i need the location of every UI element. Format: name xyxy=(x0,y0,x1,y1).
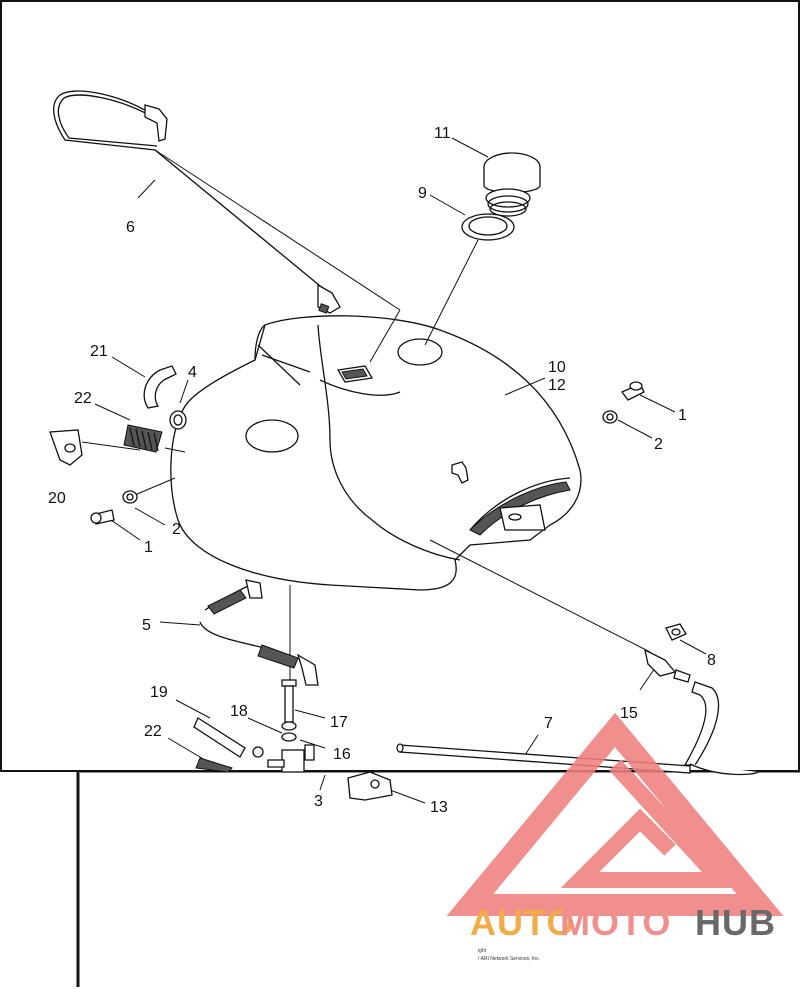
automotohub-logo: AUTO MOTO HUB xyxy=(446,712,784,943)
callout-labels: 11 9 6 10 12 21 4 22 1 2 20 2 1 5 8 15 7… xyxy=(48,125,716,816)
callout-13: 13 xyxy=(430,799,448,816)
part-4-clamp xyxy=(169,410,187,430)
copyright-line-1: ight xyxy=(478,948,487,954)
callout-4: 4 xyxy=(188,364,197,381)
callout-19: 19 xyxy=(150,684,168,701)
callout-5: 5 xyxy=(142,617,151,634)
part-13-lever xyxy=(347,771,393,801)
callout-3: 3 xyxy=(314,793,323,810)
logo-text-hub: HUB xyxy=(695,902,776,943)
part-5-fuel-line xyxy=(199,579,319,686)
part-22-spring-lower xyxy=(195,757,233,773)
callout-17: 17 xyxy=(330,714,348,731)
part-20-bracket xyxy=(49,429,83,466)
callout-6: 6 xyxy=(126,219,135,236)
part-2-washer-left xyxy=(122,490,138,504)
part-6-vent-hose xyxy=(53,90,341,314)
callout-10: 10 xyxy=(548,359,566,376)
callout-8: 8 xyxy=(707,652,716,669)
callout-7: 7 xyxy=(544,715,553,732)
callout-1-left: 1 xyxy=(144,539,153,556)
callout-15: 15 xyxy=(620,705,638,722)
part-1-screw-right xyxy=(620,381,645,401)
callout-2-right: 2 xyxy=(654,436,663,453)
part-3-petcock xyxy=(252,744,315,773)
diagram-frame xyxy=(0,0,800,772)
part-15-fuel-filter xyxy=(644,648,691,683)
callout-1-right: 1 xyxy=(678,407,687,424)
callout-2-left: 2 xyxy=(172,521,181,538)
part-8-clamp xyxy=(665,623,687,641)
leader-lines xyxy=(81,137,707,804)
part-17-bolt xyxy=(281,679,297,723)
logo-text-moto: MOTO xyxy=(560,902,671,943)
callout-16: 16 xyxy=(333,746,351,763)
part-18-washer xyxy=(281,721,297,742)
part-11-fuel-cap xyxy=(483,152,541,217)
callout-9: 9 xyxy=(418,185,427,202)
part-2-washer-right xyxy=(602,410,618,424)
callout-21: 21 xyxy=(90,343,108,360)
callout-22-lower: 22 xyxy=(144,723,162,740)
callout-20: 20 xyxy=(48,490,66,507)
part-21-hose xyxy=(143,365,177,409)
callout-22-upper: 22 xyxy=(74,390,92,407)
part-9-gasket xyxy=(461,213,515,241)
fuel-tank-body xyxy=(170,315,582,591)
copyright-line-2: / ARI Network Services, Inc. xyxy=(478,956,540,962)
part-1-screw-left xyxy=(90,509,115,525)
callout-18: 18 xyxy=(230,703,248,720)
callout-11: 11 xyxy=(434,125,451,142)
callout-12: 12 xyxy=(548,377,566,394)
part-19-hose xyxy=(193,717,246,758)
part-22-spring-upper xyxy=(123,424,163,453)
logo-text-auto: AUTO xyxy=(470,902,575,943)
